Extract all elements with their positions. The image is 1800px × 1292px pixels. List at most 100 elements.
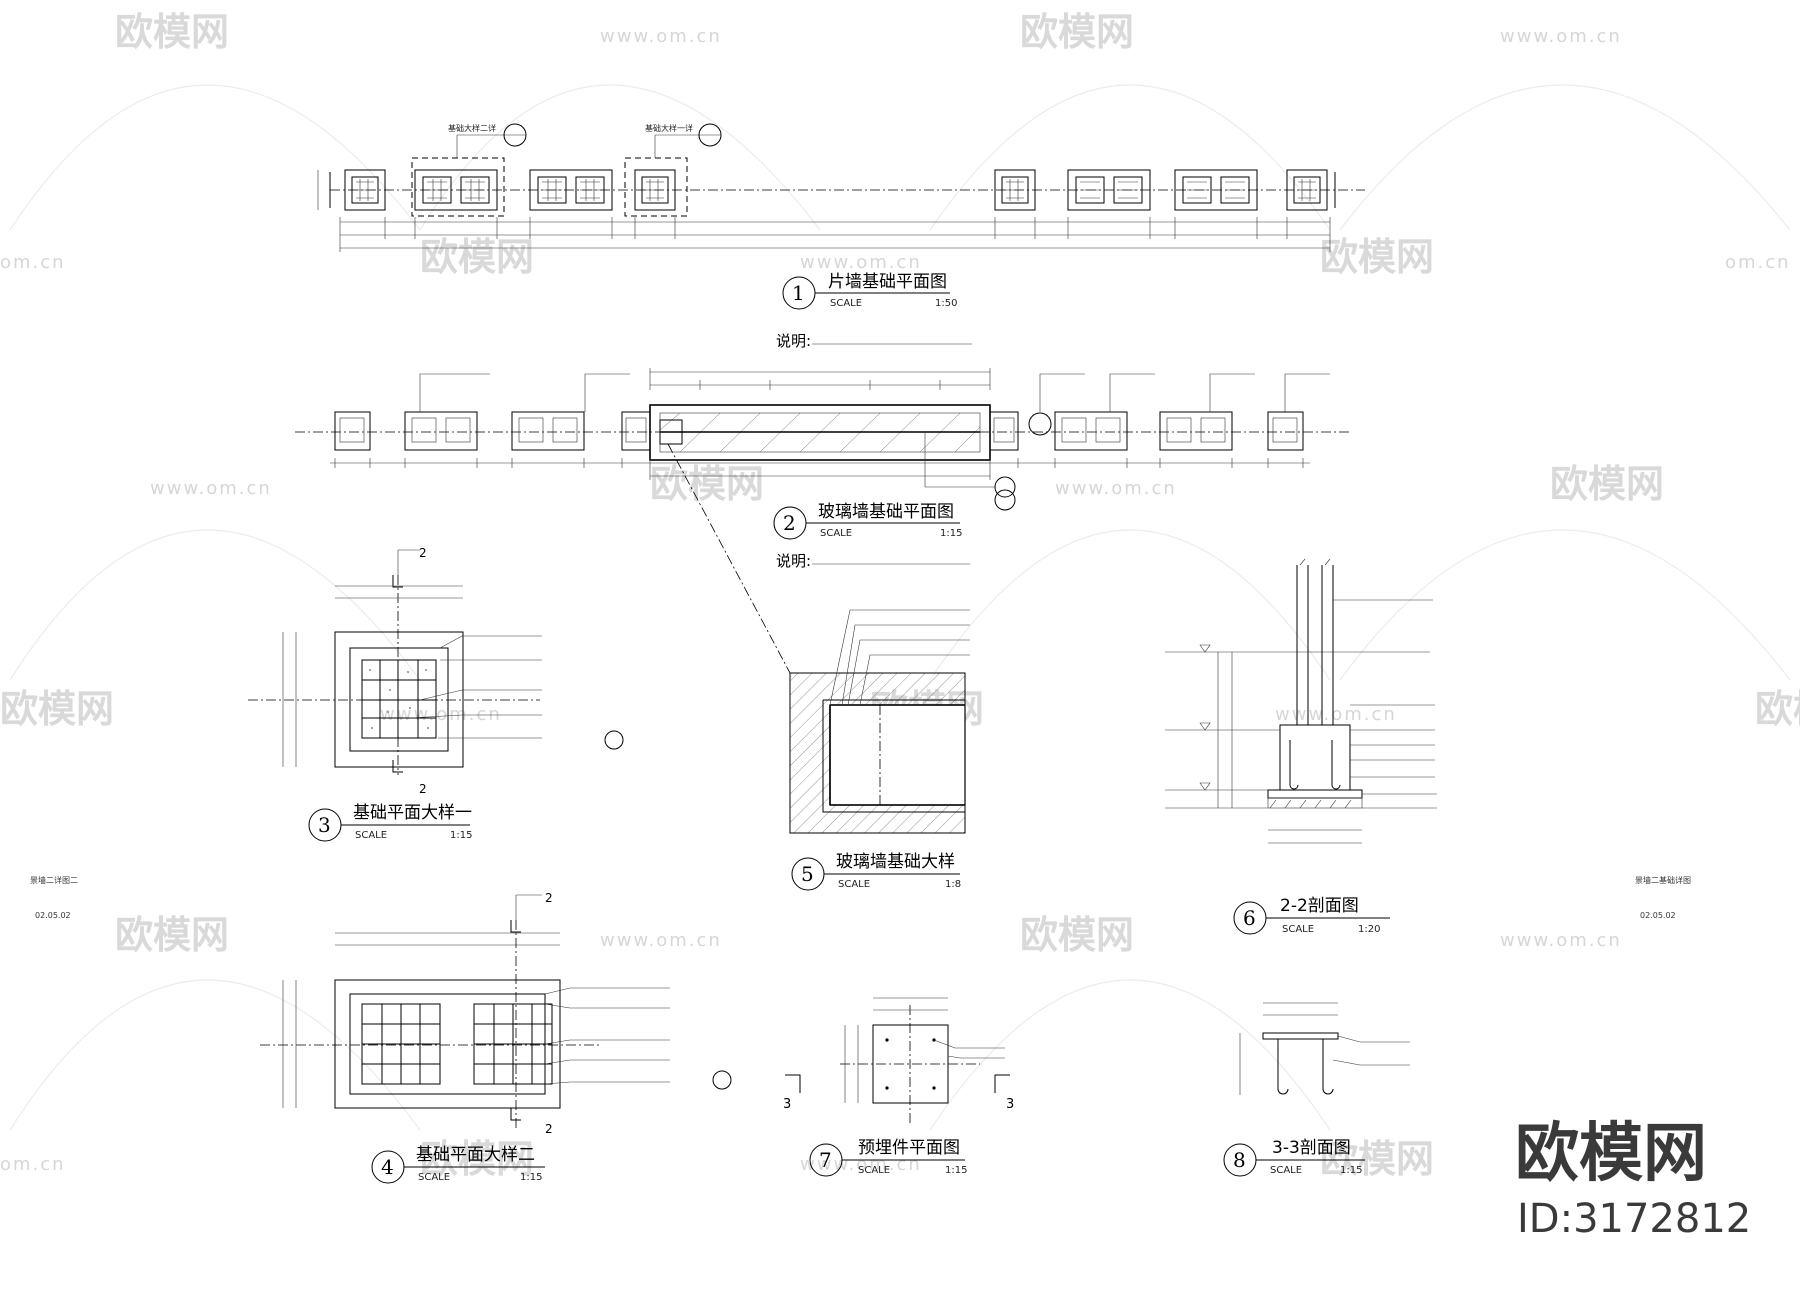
drawing-title-5: 5 玻璃墙基础大样 SCALE 1:8 — [791, 852, 961, 891]
watermark-brand: 欧模网 — [1020, 10, 1134, 54]
drawing-number: 5 — [801, 862, 814, 886]
section-mark: 2 — [545, 891, 553, 905]
watermark-brand: 欧模网 — [1320, 235, 1434, 279]
drawing-title: 玻璃墙基础大样 — [836, 852, 955, 872]
glass-wall-foundation-plan: 2 玻璃墙基础平面图 SCALE 1:15 说明: — [295, 368, 1350, 674]
watermark-brand: 欧模网 — [420, 235, 534, 279]
scale-label: SCALE — [838, 879, 870, 890]
drawing-title: 基础平面大样一 — [353, 803, 472, 823]
corner-brand-name: 欧模网 — [1515, 1117, 1707, 1191]
scale-value: 1:15 — [940, 528, 962, 539]
watermark-brand: 欧模网 — [1320, 1137, 1434, 1181]
callout-label: 基础大样一详 — [645, 123, 693, 133]
watermark-brand: 欧模网 — [1550, 462, 1664, 506]
scale-label: SCALE — [830, 298, 862, 309]
footing-double — [1174, 169, 1258, 211]
scale-value: 1:50 — [935, 298, 957, 309]
footing-single — [994, 169, 1036, 211]
section-mark: 2 — [545, 1122, 553, 1136]
drawing-title: 2-2剖面图 — [1280, 896, 1359, 916]
watermark-url: www.om.cn — [150, 478, 272, 499]
footing-double — [414, 169, 498, 211]
watermark-url: om.cn — [1725, 252, 1791, 273]
scale-label: SCALE — [355, 830, 387, 841]
scale-label: SCALE — [1270, 1165, 1302, 1176]
side-code-right: 02.05.02 — [1640, 911, 1676, 920]
watermark-url: www.om.cn — [1275, 704, 1397, 725]
drawing-title-1: 1 片墙基础平面图 SCALE 1:50 — [782, 272, 957, 310]
note-label: 说明: — [776, 552, 811, 570]
drawing-number: 3 — [318, 813, 331, 837]
footing-double — [1067, 169, 1151, 211]
drawing-title-7: 7 预埋件平面图 SCALE 1:15 — [809, 1138, 967, 1177]
watermark-url: www.om.cn — [800, 1154, 922, 1175]
drawing-number: 6 — [1243, 906, 1256, 930]
watermark-brand: 欧模网 — [1020, 913, 1134, 957]
watermark-layer: 欧模网 www.om.cn 欧模网 www.om.cn om.cn 欧模网 ww… — [0, 10, 1800, 1181]
scale-label: SCALE — [858, 1165, 890, 1176]
drawing-number: 8 — [1233, 1148, 1246, 1172]
corner-brand-id: ID:3172812 — [1517, 1196, 1751, 1242]
watermark-url: www.om.cn — [380, 704, 502, 725]
scale-value: 1:15 — [520, 1172, 542, 1183]
wall-foundation-plan: 基础大样二详 基础大样一详 1 片墙基础平面图 SCALE 1:50 说明: — [317, 123, 1365, 350]
watermark-url: www.om.cn — [600, 930, 722, 951]
scale-label: SCALE — [418, 1172, 450, 1183]
footing-single — [634, 169, 676, 211]
drawing-title: 基础平面大样二 — [416, 1145, 535, 1165]
drawing-number: 2 — [783, 511, 796, 535]
watermark-url: www.om.cn — [1055, 478, 1177, 499]
drawing-title: 玻璃墙基础平面图 — [818, 502, 954, 522]
scale-value: 1:15 — [945, 1165, 967, 1176]
glass-wall-foundation-detail: 5 玻璃墙基础大样 SCALE 1:8 — [789, 609, 970, 891]
note-label: 说明: — [776, 332, 811, 350]
scale-label: SCALE — [820, 528, 852, 539]
section-mark: 3 — [1006, 1097, 1014, 1112]
drawing-title: 3-3剖面图 — [1272, 1138, 1351, 1158]
footing-single — [1286, 169, 1328, 211]
scale-value: 1:20 — [1358, 924, 1380, 935]
section-mark: 2 — [419, 782, 427, 796]
watermark-brand: 欧模网 — [115, 913, 229, 957]
watermark-brand: 欧模网 — [650, 462, 764, 506]
watermark-brand: 欧模网 — [115, 10, 229, 54]
scale-label: SCALE — [1282, 924, 1314, 935]
section-mark: 2 — [419, 546, 427, 560]
watermark-url: om.cn — [0, 252, 66, 273]
footing-single — [344, 169, 386, 211]
drawing-number: 4 — [381, 1155, 394, 1179]
callout-label: 基础大样二详 — [448, 123, 496, 133]
section-mark: 3 — [783, 1097, 791, 1112]
drawing-number: 7 — [819, 1148, 832, 1172]
watermark-url: www.om.cn — [1500, 930, 1622, 951]
foundation-detail-1: 2 2 3 基础平面大样一 SCALE 1:15 — [248, 546, 624, 842]
side-title-left: 景墙二详图二 — [30, 875, 78, 885]
section-2-2: 6 2-2剖面图 SCALE 1:20 — [1165, 558, 1437, 935]
foundation-detail-2: 2 2 4 基础平面大样二 SCALE 1:15 — [260, 891, 732, 1184]
dimension-ticks — [339, 217, 1331, 252]
scale-value: 1:8 — [945, 879, 961, 890]
drawing-number: 1 — [792, 281, 805, 305]
scale-value: 1:15 — [1340, 1165, 1362, 1176]
drawing-title-6: 6 2-2剖面图 SCALE 1:20 — [1233, 896, 1390, 935]
drawing-title: 片墙基础平面图 — [828, 272, 947, 292]
watermark-url: om.cn — [0, 1154, 66, 1175]
watermark-url: www.om.cn — [600, 26, 722, 47]
watermark-url: www.om.cn — [800, 252, 922, 273]
watermark-brand: 欧模网 — [420, 1137, 534, 1181]
drawing-title-4: 4 基础平面大样二 SCALE 1:15 — [371, 1145, 545, 1184]
drawing-title: 预埋件平面图 — [858, 1138, 960, 1158]
side-code-left: 02.05.02 — [35, 911, 71, 920]
footing-double — [529, 169, 613, 211]
side-title-right: 景墙二基础详图 — [1635, 875, 1691, 885]
watermark-brand: 欧模网 — [1755, 687, 1800, 731]
embedded-part-plan: 3 3 7 预埋件平面图 SCALE 1:15 — [783, 997, 1014, 1177]
scale-value: 1:15 — [450, 830, 472, 841]
section-3-3: 8 3-3剖面图 SCALE 1:15 — [1223, 1002, 1410, 1177]
watermark-brand: 欧模网 — [0, 687, 114, 731]
drawing-title-3: 3 基础平面大样一 SCALE 1:15 — [308, 803, 472, 842]
drawing-title-2: 2 玻璃墙基础平面图 SCALE 1:15 — [773, 502, 962, 540]
watermark-url: www.om.cn — [1500, 26, 1622, 47]
drawing-title-8: 8 3-3剖面图 SCALE 1:15 — [1223, 1138, 1365, 1177]
